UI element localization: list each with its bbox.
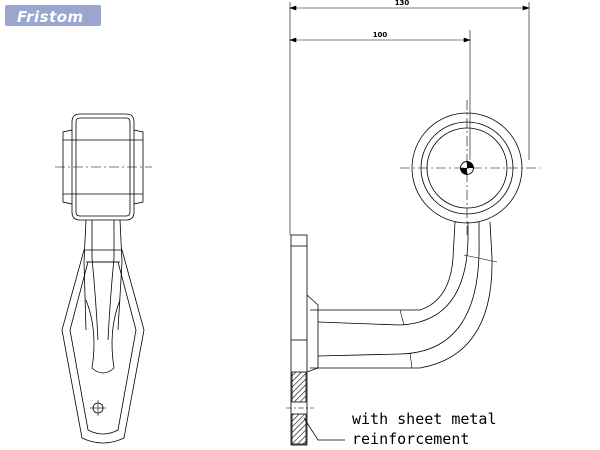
dimension-100: 100 — [373, 31, 388, 39]
side-view-rubber-arm — [61, 249, 145, 444]
annotation-line-1: with sheet metal — [352, 410, 497, 428]
logo-text: Fristom — [17, 8, 84, 26]
side-view — [55, 113, 152, 444]
fristom-logo: Fristom — [5, 5, 101, 26]
side-view-lamp-head — [62, 113, 144, 221]
front-view — [286, 2, 540, 446]
dimension-130: 130 — [395, 0, 410, 7]
annotation-line-2: reinforcement — [352, 430, 470, 448]
metal-reinforcement — [291, 371, 307, 403]
dimension-lines — [289, 2, 530, 235]
lamp-arm — [310, 257, 454, 311]
